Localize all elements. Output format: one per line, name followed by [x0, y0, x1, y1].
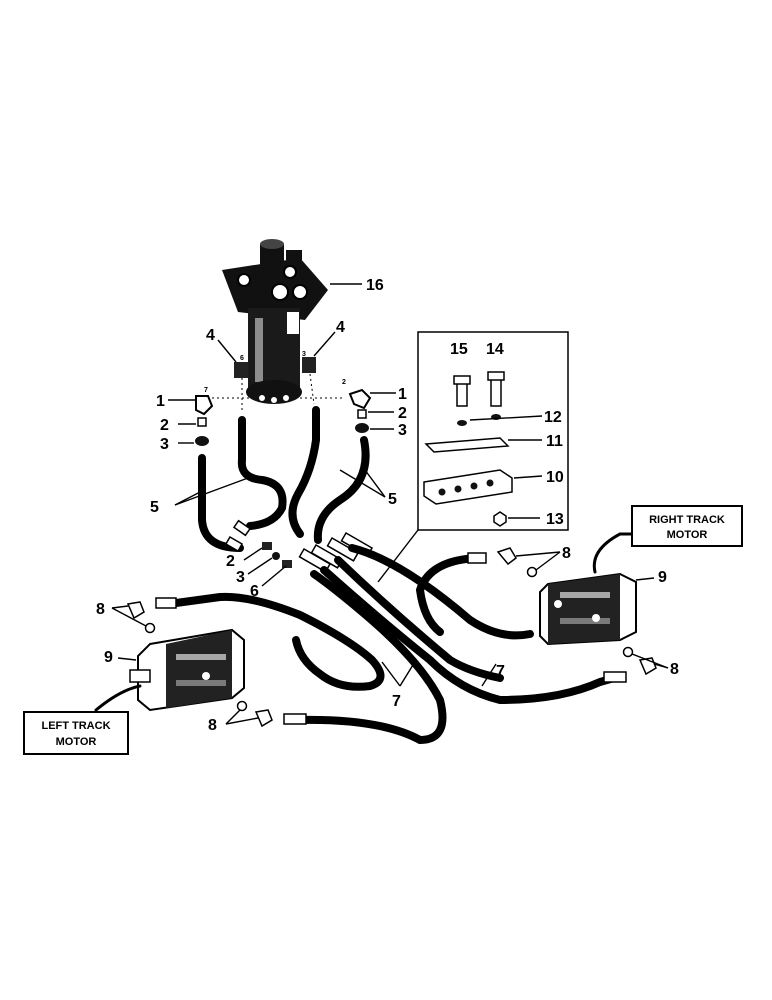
- leader-5-right-b: [361, 465, 386, 498]
- leader-8-bot-b: [653, 663, 669, 669]
- label-7-left: 7: [392, 693, 401, 710]
- detail-pointer-line: [377, 529, 419, 583]
- label-11: 11: [546, 433, 563, 450]
- leader-4-right: [313, 331, 336, 357]
- left-callout-line2: MOTOR: [56, 736, 97, 748]
- left-track-motor-callout: LEFT TRACK MOTOR: [23, 711, 129, 755]
- label-8-left-bottom: 8: [208, 717, 217, 734]
- leader-8-top-a: [515, 551, 561, 557]
- right-motor-fittings: [467, 547, 657, 683]
- label-7-right: 7: [496, 663, 505, 680]
- left-upper-fittings: [195, 395, 214, 446]
- leader-9-left: [117, 657, 137, 661]
- port-mark-6: 6: [240, 355, 244, 362]
- label-8-left-top: 8: [96, 601, 105, 618]
- dashed-guide: [309, 373, 315, 405]
- left-motor-fittings: [126, 597, 307, 728]
- dashed-guide: [399, 659, 417, 687]
- label-2-left: 2: [160, 417, 169, 434]
- label-4-right: 4: [336, 319, 345, 336]
- label-1-right: 1: [398, 386, 407, 403]
- left-track-motor: [129, 628, 245, 712]
- leader-8-left-top-a: [111, 605, 129, 609]
- label-16: 16: [366, 277, 384, 294]
- left-motor-pointer: [94, 684, 142, 712]
- right-track-motor-callout: RIGHT TRACK MOTOR: [631, 505, 743, 547]
- label-14: 14: [486, 341, 504, 358]
- leader-3-center: [247, 557, 273, 575]
- port-mark-2: 2: [342, 379, 346, 386]
- leader-7-c: [481, 663, 497, 687]
- long-hoses-7: [172, 544, 618, 745]
- clamp-detail-box: [417, 331, 569, 531]
- swivel-assembly: [222, 239, 328, 404]
- leader-8-left-bot-b: [225, 717, 259, 725]
- port-mark-3: 3: [302, 351, 306, 358]
- leader-2-center: [243, 547, 263, 561]
- elbow-fittings-4: [234, 357, 316, 378]
- label-13: 13: [546, 511, 564, 528]
- label-9-left: 9: [104, 649, 113, 666]
- label-8-right-top: 8: [562, 545, 571, 562]
- leader-7-a: [381, 661, 401, 687]
- right-upper-fittings: [348, 388, 372, 433]
- leader-9-right: [635, 577, 655, 581]
- label-5-left: 5: [150, 499, 159, 516]
- leader-10: [513, 475, 543, 479]
- leader-6-center: [261, 565, 287, 587]
- left-callout-line1: LEFT TRACK: [41, 720, 110, 732]
- leader-4-left: [217, 339, 237, 363]
- label-12: 12: [544, 409, 562, 426]
- label-5-right: 5: [388, 491, 397, 508]
- label-2-right: 2: [398, 405, 407, 422]
- label-3-left: 3: [160, 436, 169, 453]
- label-4-left: 4: [206, 327, 215, 344]
- short-hoses-5: [198, 406, 370, 552]
- right-motor-pointer: [592, 532, 636, 574]
- right-callout-line2: MOTOR: [667, 529, 708, 541]
- label-3-center: 3: [236, 569, 245, 586]
- port-mark-7: 7: [204, 387, 208, 394]
- label-15: 15: [450, 341, 468, 358]
- leader-8-top-b: [535, 551, 561, 571]
- leader-12: [469, 415, 543, 421]
- label-10: 10: [546, 469, 564, 486]
- leader-8-left-bot-a: [225, 709, 241, 725]
- leader-8-left-top-b: [111, 607, 147, 627]
- right-callout-line1: RIGHT TRACK: [649, 514, 725, 526]
- label-1-left: 1: [156, 393, 165, 410]
- label-9-right: 9: [658, 569, 667, 586]
- leader-5-left-b: [174, 477, 249, 506]
- hose-ferrules: [224, 519, 374, 573]
- leader-5-right-a: [339, 469, 386, 498]
- right-track-motor: [539, 572, 637, 646]
- label-8-right-bottom: 8: [670, 661, 679, 678]
- label-6-center: 6: [250, 583, 259, 600]
- label-3-right: 3: [398, 422, 407, 439]
- label-2-center: 2: [226, 553, 235, 570]
